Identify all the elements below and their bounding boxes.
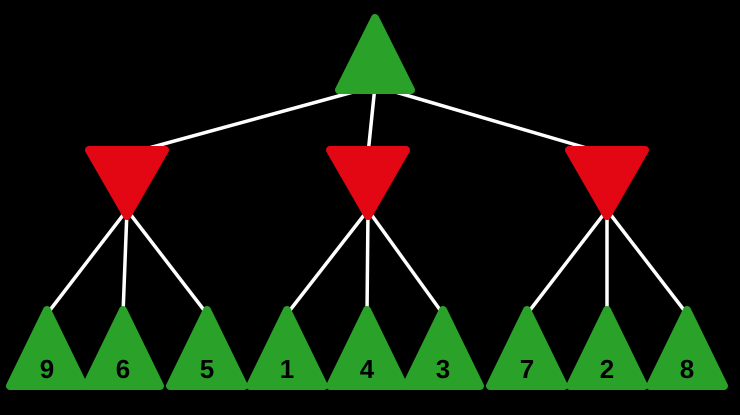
leaf-value-7: 2 (600, 354, 614, 384)
edge-min-to-leaf-1 (121, 208, 129, 316)
leaf-node-8 (646, 306, 728, 390)
leaf-node-2 (166, 306, 248, 390)
leaf-value-8: 8 (680, 354, 694, 384)
edge-min-to-leaf-3 (285, 208, 370, 316)
root-max-node (335, 14, 415, 94)
leaf-node-6 (486, 306, 568, 390)
edge-min-to-leaf-0 (45, 208, 129, 316)
min-node-1 (326, 146, 410, 220)
leaf-node-4 (326, 306, 408, 390)
leaf-value-0: 9 (40, 354, 54, 384)
edge-min-to-leaf-2 (125, 208, 209, 316)
leaf-node-3 (246, 306, 328, 390)
edge-min-to-leaf-6 (525, 208, 609, 316)
leaf-node-7 (566, 306, 648, 390)
edge-root-to-min-0 (125, 84, 377, 156)
edge-min-to-leaf-4 (365, 208, 370, 316)
leaf-value-2: 5 (200, 354, 214, 384)
leaf-value-4: 4 (360, 354, 375, 384)
leaf-node-0 (6, 306, 88, 390)
leaf-value-3: 1 (280, 354, 294, 384)
edge-root-to-min-1 (366, 84, 377, 156)
edge-min-to-leaf-5 (366, 208, 445, 316)
leaf-value-5: 3 (436, 354, 450, 384)
min-node-2 (565, 146, 649, 220)
leaf-value-6: 7 (520, 354, 534, 384)
leaf-node-5 (402, 306, 484, 390)
min-node-0 (85, 146, 169, 220)
leaf-node-1 (82, 306, 164, 390)
edge-root-to-min-2 (373, 84, 609, 156)
leaf-value-1: 6 (116, 354, 130, 384)
edge-min-to-leaf-8 (605, 208, 689, 316)
